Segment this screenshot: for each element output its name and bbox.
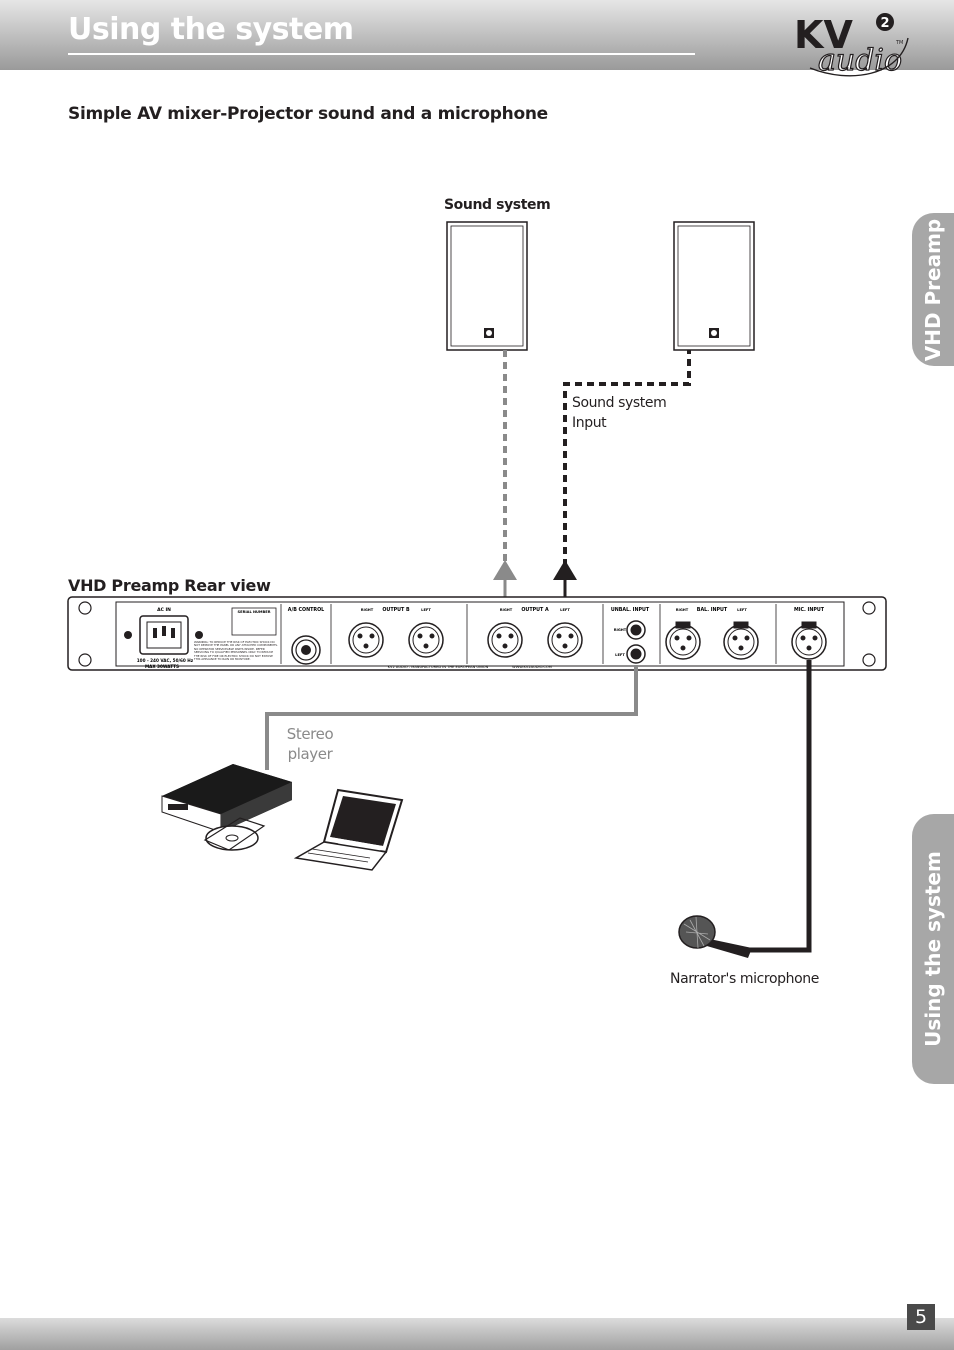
- page-number: 5: [907, 1304, 935, 1330]
- svg-text:OUTPUT B: OUTPUT B: [382, 607, 410, 613]
- arrow-up-gray-icon: [493, 560, 517, 580]
- side-tab-vhd-preamp-label: VHD Preamp: [921, 218, 945, 361]
- svg-text:KV: KV: [794, 13, 853, 57]
- svg-text:BAL. INPUT: BAL. INPUT: [697, 607, 728, 613]
- sound-system-label: Sound system: [444, 197, 551, 213]
- svg-text:RIGHT: RIGHT: [361, 608, 374, 612]
- laptop-icon: [293, 788, 404, 871]
- xlr-output-b-right: [348, 622, 384, 658]
- svg-text:LEFT: LEFT: [421, 608, 431, 612]
- vhd-preamp-rear-panel: AC IN 100 - 240 VAC, 50/60 Hz MAX 30WATT…: [67, 596, 887, 671]
- side-tab-using-the-system[interactable]: Using the system: [912, 814, 954, 1084]
- speaker-left: [446, 221, 528, 351]
- svg-text:A/B CONTROL: A/B CONTROL: [288, 607, 325, 613]
- speaker-right: [673, 221, 755, 351]
- svg-text:RIGHT: RIGHT: [676, 608, 689, 612]
- page-title: Using the system: [68, 12, 354, 47]
- svg-text:TM: TM: [895, 40, 903, 46]
- svg-text:OUTPUT A: OUTPUT A: [521, 607, 549, 613]
- svg-text:LEFT: LEFT: [737, 608, 747, 612]
- svg-text:LEFT: LEFT: [560, 608, 570, 612]
- svg-text:MAX 30WATTS: MAX 30WATTS: [145, 664, 179, 669]
- xlr-output-b-left: [408, 622, 444, 658]
- header-rule: [68, 53, 695, 55]
- side-tab-vhd-preamp[interactable]: VHD Preamp: [912, 213, 954, 366]
- svg-text:MIC. INPUT: MIC. INPUT: [794, 607, 825, 613]
- narrator-microphone-label: Narrator's microphone: [670, 971, 819, 987]
- svg-text:SERIAL NUMBER: SERIAL NUMBER: [238, 610, 271, 614]
- microphone-icon: [678, 915, 752, 958]
- svg-text:LEFT: LEFT: [615, 653, 625, 657]
- diagram-subtitle: Simple AV mixer-Projector sound and a mi…: [68, 104, 548, 124]
- svg-text:100 - 240 VAC, 50/60 Hz: 100 - 240 VAC, 50/60 Hz: [137, 658, 194, 663]
- xlr-bal-input-left: [723, 621, 759, 660]
- rear-view-title: VHD Preamp Rear view: [68, 576, 271, 595]
- sound-system-input-label: Sound system Input: [572, 395, 667, 431]
- svg-text:UNBAL. INPUT: UNBAL. INPUT: [611, 607, 650, 613]
- stereo-player-label: Stereo player: [286, 725, 334, 763]
- page-footer: [0, 1318, 954, 1350]
- svg-text:RIGHT: RIGHT: [500, 608, 513, 612]
- dvd-player-icon: [161, 764, 292, 851]
- xlr-output-a-right: [487, 622, 523, 658]
- arrow-up-black-icon: [553, 560, 577, 580]
- svg-text:WWW.KV2AUDIO.COM: WWW.KV2AUDIO.COM: [512, 665, 552, 669]
- svg-text:KV2 AUDIO - MANUFACTURED IN TH: KV2 AUDIO - MANUFACTURED IN THE EUROPEAN…: [388, 665, 489, 669]
- xlr-bal-input-right: [665, 621, 701, 660]
- rca-unbal-right: [626, 620, 646, 640]
- xlr-output-a-left: [547, 622, 583, 658]
- cable-microphone: [748, 660, 812, 953]
- cable-stereo-player: [265, 665, 638, 770]
- svg-text:RIGHT: RIGHT: [614, 628, 627, 632]
- xlr-mic-input: [791, 621, 827, 660]
- rca-unbal-left: [626, 644, 646, 664]
- page-header: Using the system: [0, 0, 954, 70]
- cable-output-left-to-speaker: [563, 350, 691, 578]
- svg-text:2: 2: [880, 16, 889, 31]
- kv2-audio-logo: KV 2 audio TM: [794, 13, 909, 79]
- side-tab-using-the-system-label: Using the system: [921, 851, 945, 1047]
- svg-text:AC IN: AC IN: [157, 607, 171, 613]
- svg-text:audio: audio: [818, 43, 902, 78]
